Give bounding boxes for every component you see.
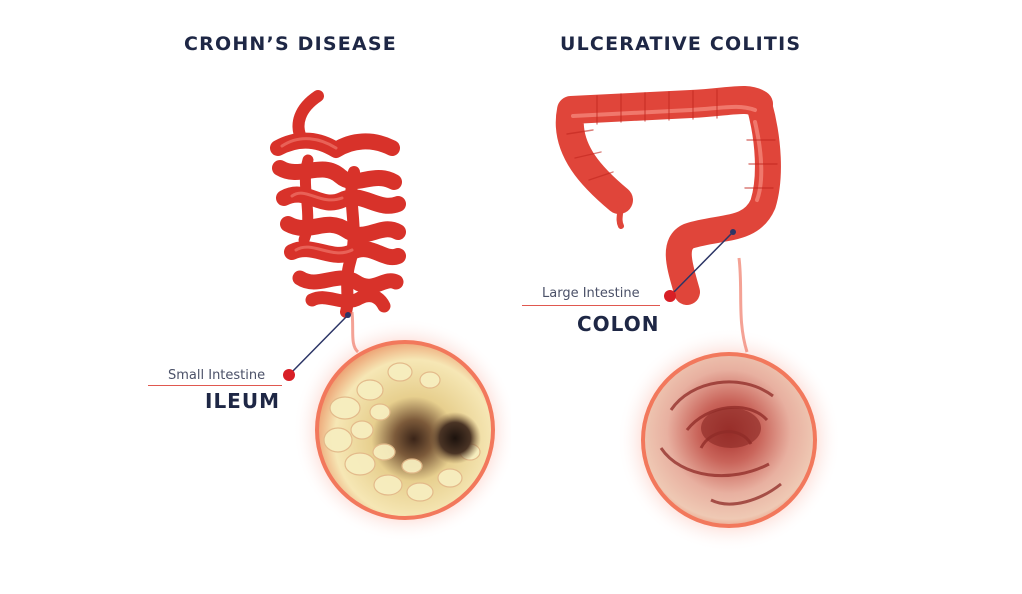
marker-dot xyxy=(664,290,676,302)
ulcerative-colitis-artwork xyxy=(555,86,841,552)
colon-label: COLON xyxy=(577,312,660,336)
ileum-endoscopic-view xyxy=(315,340,495,520)
small-intestine-illustration xyxy=(270,90,406,318)
ulcerative-colitis-panel: ULCERATIVE COLITIS xyxy=(511,0,1022,594)
leader-line xyxy=(669,231,734,297)
anchor-dot xyxy=(345,312,351,318)
ulcerative-colitis-title: ULCERATIVE COLITIS xyxy=(560,33,802,55)
leader-line xyxy=(288,314,349,376)
large-intestine-illustration xyxy=(555,86,781,305)
crohns-disease-panel: CROHN’S DISEASE xyxy=(148,33,511,542)
anchor-dot xyxy=(730,229,736,235)
crohns-disease-title: CROHN’S DISEASE xyxy=(184,33,397,55)
colon-endoscopic-view xyxy=(641,352,817,528)
crohns-artwork xyxy=(270,90,511,542)
large-intestine-label: Large Intestine xyxy=(542,286,640,301)
marker-dot xyxy=(283,369,295,381)
label-underline xyxy=(148,385,282,386)
ileum-label: ILEUM xyxy=(205,389,280,413)
label-underline xyxy=(522,305,660,306)
small-intestine-label: Small Intestine xyxy=(168,368,266,383)
